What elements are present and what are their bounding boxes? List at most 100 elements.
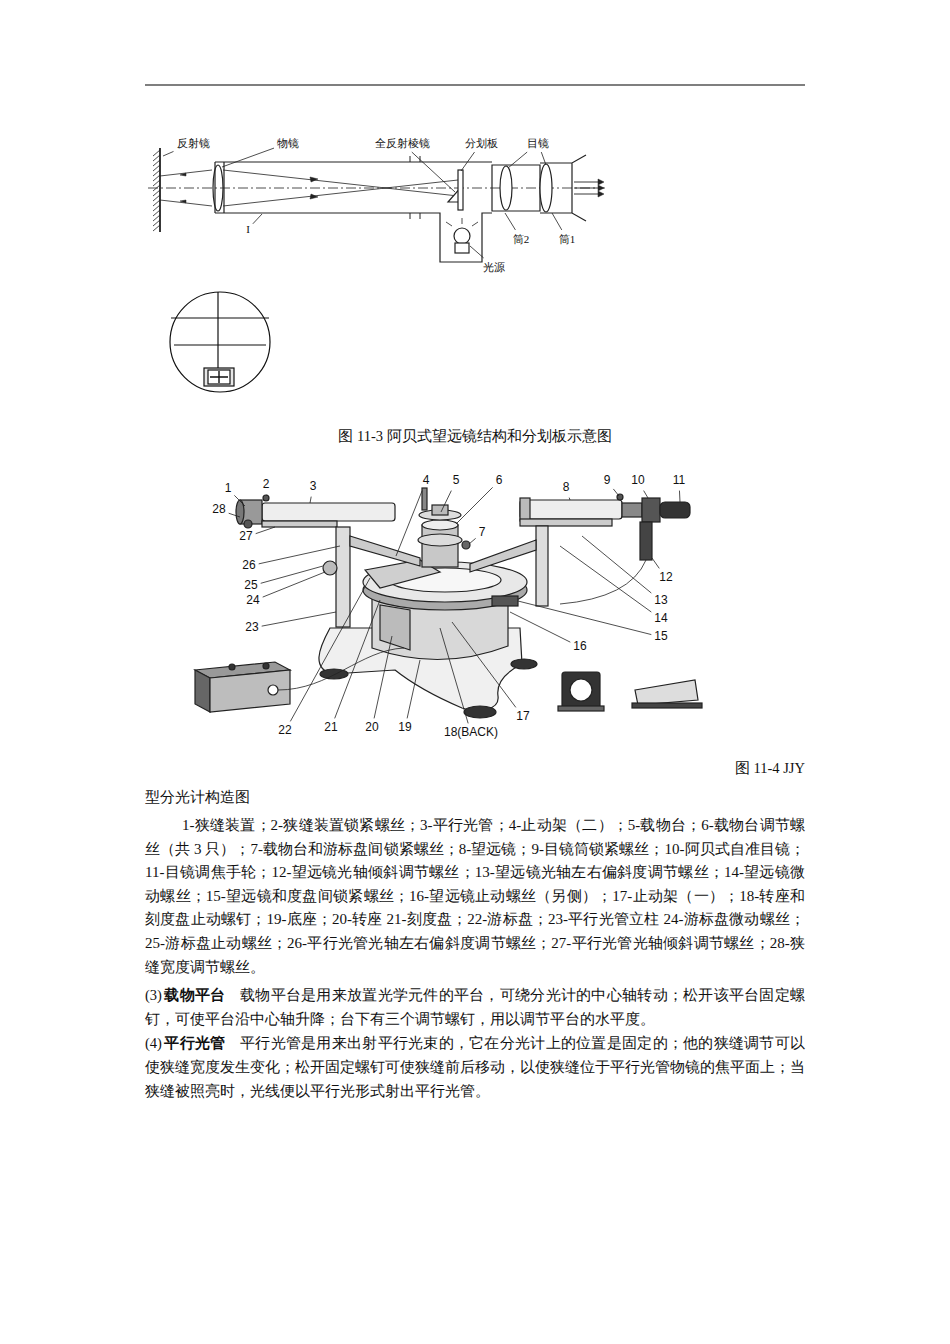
drawing-shape bbox=[454, 228, 470, 244]
figure-caption: 图 11-3 阿贝式望远镜结构和分划板示意图 bbox=[338, 429, 611, 445]
drawing-shape bbox=[560, 560, 646, 604]
callout-number: 9 bbox=[604, 474, 611, 487]
body-text: 平行光管是用来出射平行光束的，它在分光计上的位置是固定的；他的狭缝调节可以使狭缝… bbox=[145, 1035, 805, 1099]
drawing-shape bbox=[464, 706, 496, 718]
drawing-shape bbox=[215, 162, 492, 262]
drawing-shape bbox=[263, 663, 269, 669]
section-term: 载物平台 bbox=[164, 987, 225, 1003]
part-label: 筒1 bbox=[559, 233, 576, 245]
drawing-shape bbox=[153, 150, 160, 231]
drawing-shape bbox=[540, 164, 552, 212]
callout-number: 25 bbox=[244, 579, 257, 592]
drawing-shape bbox=[470, 540, 536, 572]
leader-line bbox=[261, 566, 323, 583]
leader-line bbox=[396, 491, 422, 556]
drawing-shape bbox=[635, 680, 698, 705]
drawing-shape bbox=[492, 596, 518, 606]
leader-line bbox=[310, 497, 311, 503]
drawing-shape bbox=[223, 170, 458, 206]
leader-line bbox=[290, 578, 370, 721]
text-block: (4)平行光管平行光管是用来出射平行光束的，它在分光计上的位置是固定的；他的狭缝… bbox=[145, 1031, 805, 1103]
leader-line bbox=[163, 151, 174, 156]
spectrometer bbox=[195, 488, 702, 718]
callout-number: 15 bbox=[654, 630, 667, 643]
section-term: 平行光管 bbox=[164, 1035, 225, 1051]
drawing-shape bbox=[622, 503, 642, 517]
drawing-shape bbox=[148, 188, 605, 189]
callout-number: 26 bbox=[242, 559, 255, 572]
drawing-shape bbox=[217, 292, 218, 372]
leader-line bbox=[229, 513, 240, 517]
drawing-shape bbox=[174, 344, 266, 345]
callout-number: 4 bbox=[423, 474, 430, 487]
drawing-shape bbox=[660, 502, 690, 518]
leader-line bbox=[452, 622, 516, 707]
part-label: 全反射棱镜 bbox=[375, 137, 430, 149]
drawing-shape bbox=[180, 173, 318, 203]
drawing-shape bbox=[170, 292, 270, 392]
drawing-shape bbox=[320, 669, 348, 679]
body-text: 载物平台是用来放置光学元件的平台，可绕分光计的中心轴转动；松开该平台固定螺钉，可… bbox=[145, 987, 805, 1027]
drawing-shape bbox=[208, 370, 230, 384]
callout-number: 8 bbox=[563, 481, 570, 494]
drawing-shape bbox=[213, 165, 223, 211]
leader-line bbox=[407, 660, 420, 718]
leader-line bbox=[461, 152, 475, 171]
parts-list: 1-狭缝装置；2-狭缝装置锁紧螺丝；3-平行光管；4-止动架（二）；5-载物台；… bbox=[145, 817, 805, 975]
drawing-shape bbox=[410, 156, 420, 219]
leader-line bbox=[505, 213, 515, 230]
callout-number: 6 bbox=[496, 474, 503, 487]
callout-number: 21 bbox=[324, 721, 337, 734]
drawing-shape bbox=[422, 520, 458, 530]
leader-line bbox=[569, 498, 571, 500]
callout-number: 28 bbox=[212, 503, 225, 516]
leader-line bbox=[679, 491, 681, 502]
drawing-shape bbox=[511, 659, 537, 669]
drawing-shape bbox=[642, 498, 660, 522]
callout-number: 14 bbox=[654, 612, 667, 625]
leader-line bbox=[470, 246, 484, 258]
drawing-shape bbox=[458, 170, 463, 210]
drawing-shape bbox=[229, 664, 235, 670]
leader-line bbox=[440, 628, 468, 723]
leader-line bbox=[263, 572, 325, 597]
drawing-shape bbox=[520, 498, 530, 521]
drawing-shape bbox=[204, 368, 234, 386]
drawing-shape bbox=[380, 605, 410, 650]
part-label: 分划板 bbox=[465, 137, 498, 149]
drawing-shape bbox=[323, 561, 337, 575]
leader-line bbox=[456, 487, 493, 524]
callout-number: 2 bbox=[263, 478, 270, 491]
callout-number: 1 bbox=[225, 482, 232, 495]
drawing-shape bbox=[210, 670, 290, 712]
leader-line bbox=[469, 538, 476, 544]
leader-line bbox=[234, 495, 245, 506]
drawing-shape bbox=[350, 536, 420, 566]
drawing-shape bbox=[558, 706, 604, 711]
drawing-shape bbox=[455, 243, 469, 253]
leader-line bbox=[222, 148, 274, 167]
drawing-shape bbox=[422, 488, 427, 510]
drawing-shape bbox=[244, 520, 252, 528]
text-block: 1-狭缝装置；2-狭缝装置锁紧螺丝；3-平行光管；4-止动架（二）；5-载物台；… bbox=[145, 814, 805, 979]
leader-line bbox=[374, 636, 392, 718]
drawing-shape bbox=[640, 522, 652, 560]
callout-number: 17 bbox=[516, 710, 529, 723]
leader-line bbox=[613, 489, 619, 496]
leader-line bbox=[335, 600, 380, 718]
callout-number: 24 bbox=[246, 594, 259, 607]
leader-line bbox=[560, 546, 651, 612]
leader-line bbox=[518, 601, 651, 635]
drawing-shape bbox=[570, 679, 592, 701]
reticle bbox=[170, 292, 270, 392]
section-number: (3) bbox=[145, 987, 162, 1003]
figure-caption: 型分光计构造图 bbox=[145, 789, 250, 805]
callout-number: 12 bbox=[659, 571, 672, 584]
leader-line bbox=[266, 495, 267, 496]
drawing-shape bbox=[171, 317, 269, 318]
callout-number: 18(BACK) bbox=[444, 726, 498, 739]
text-block: 图 11-4 JJY bbox=[145, 754, 805, 782]
text-block: (3)载物平台载物平台是用来放置光学元件的平台，可绕分光计的中心轴转动；松开该平… bbox=[145, 983, 805, 1031]
